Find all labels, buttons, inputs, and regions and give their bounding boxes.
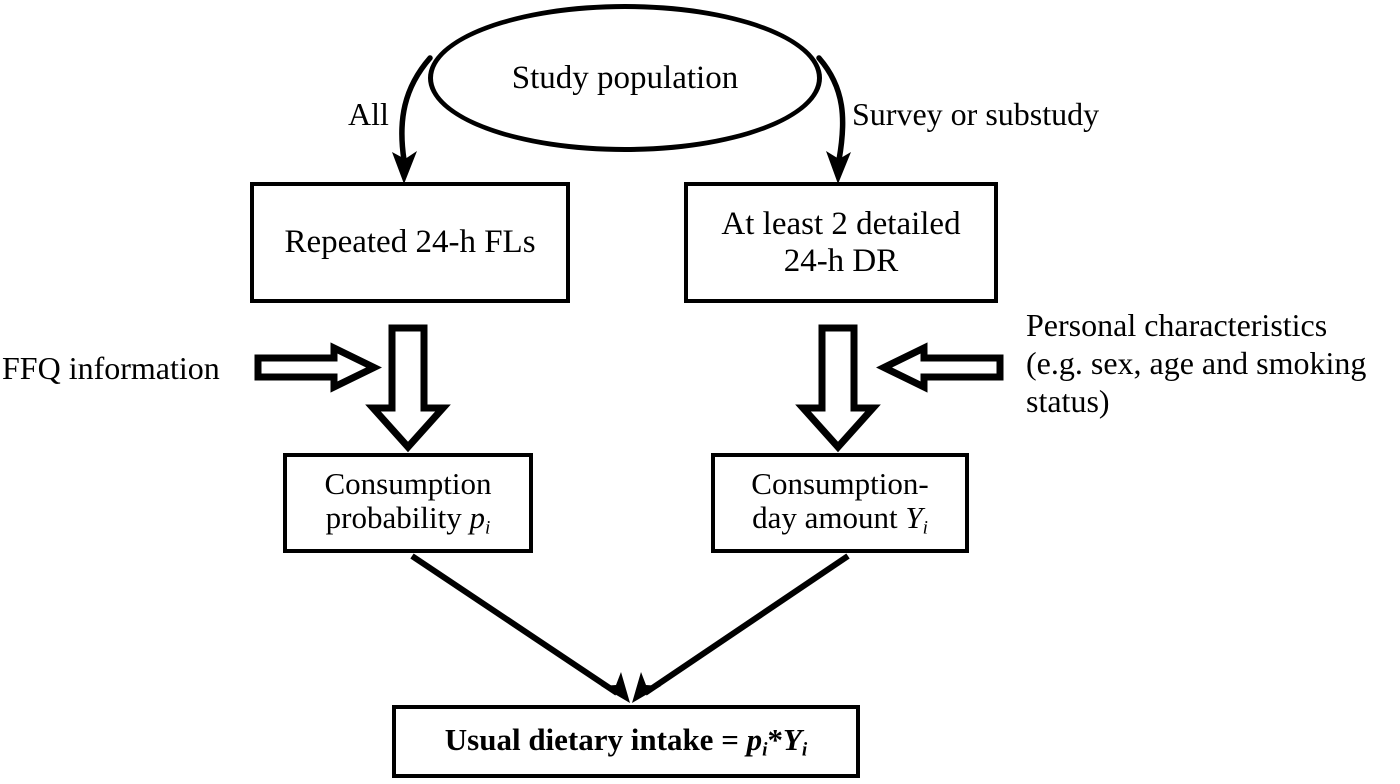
usual-intake-prefix: Usual dietary intake = [444,721,747,757]
input-label-personal-characteristics: Personal characteristics (e.g. sex, age … [1026,307,1367,419]
node-usual-dietary-intake-label: Usual dietary intake = pi*Yi [444,721,808,761]
node-at-least-2-detailed-24h-dr[interactable]: At least 2 detailed 24-h DR [684,182,998,303]
node-repeated-24h-fls[interactable]: Repeated 24-h FLs [250,182,570,303]
curved-arrow-all [392,55,433,184]
node-consumption-day-amount-label: Consumption- day amount Yi [751,465,929,540]
diagonal-arrow-to-usual-left [410,553,630,703]
node-repeated-24h-fls-label: Repeated 24-h FLs [284,224,536,261]
curved-arrow-survey [816,55,851,184]
usual-intake-symbol-y: Y [782,721,802,757]
node-study-population[interactable]: Study population [428,4,822,152]
edge-label-all: All [348,96,389,132]
node-consumption-day-amount[interactable]: Consumption- day amount Yi [711,453,969,553]
diagonal-arrow-to-usual-right [632,553,850,703]
consumption-day-amount-line1: Consumption- [751,465,929,501]
block-arrow-down-left [365,324,451,453]
consumption-probability-subscript: i [484,517,491,539]
usual-intake-subscript-y: i [801,738,808,760]
block-arrow-right-ffq [254,342,382,393]
edge-label-survey-or-substudy: Survey or substudy [852,96,1100,132]
consumption-probability-line1: Consumption [324,465,492,501]
block-arrow-down-right [795,324,881,453]
consumption-day-amount-symbol: Y [905,500,923,536]
node-consumption-probability[interactable]: Consumption probability pi [283,453,533,553]
input-label-ffq-information: FFQ information [2,350,220,386]
node-at-least-2-detailed-24h-dr-label: At least 2 detailed 24-h DR [721,205,961,279]
consumption-probability-symbol: p [469,500,485,536]
node-consumption-probability-label: Consumption probability pi [324,465,492,540]
consumption-day-amount-subscript: i [922,517,928,539]
usual-intake-symbol-p: p [746,721,763,757]
consumption-day-amount-line2: day amount [752,500,906,536]
node-usual-dietary-intake[interactable]: Usual dietary intake = pi*Yi [392,705,860,778]
consumption-probability-line2: probability [325,500,470,536]
node-study-population-label: Study population [511,59,739,96]
block-arrow-left-personal [876,342,1004,393]
usual-intake-subscript-p: i [762,738,768,760]
usual-intake-operator: * [767,721,783,757]
